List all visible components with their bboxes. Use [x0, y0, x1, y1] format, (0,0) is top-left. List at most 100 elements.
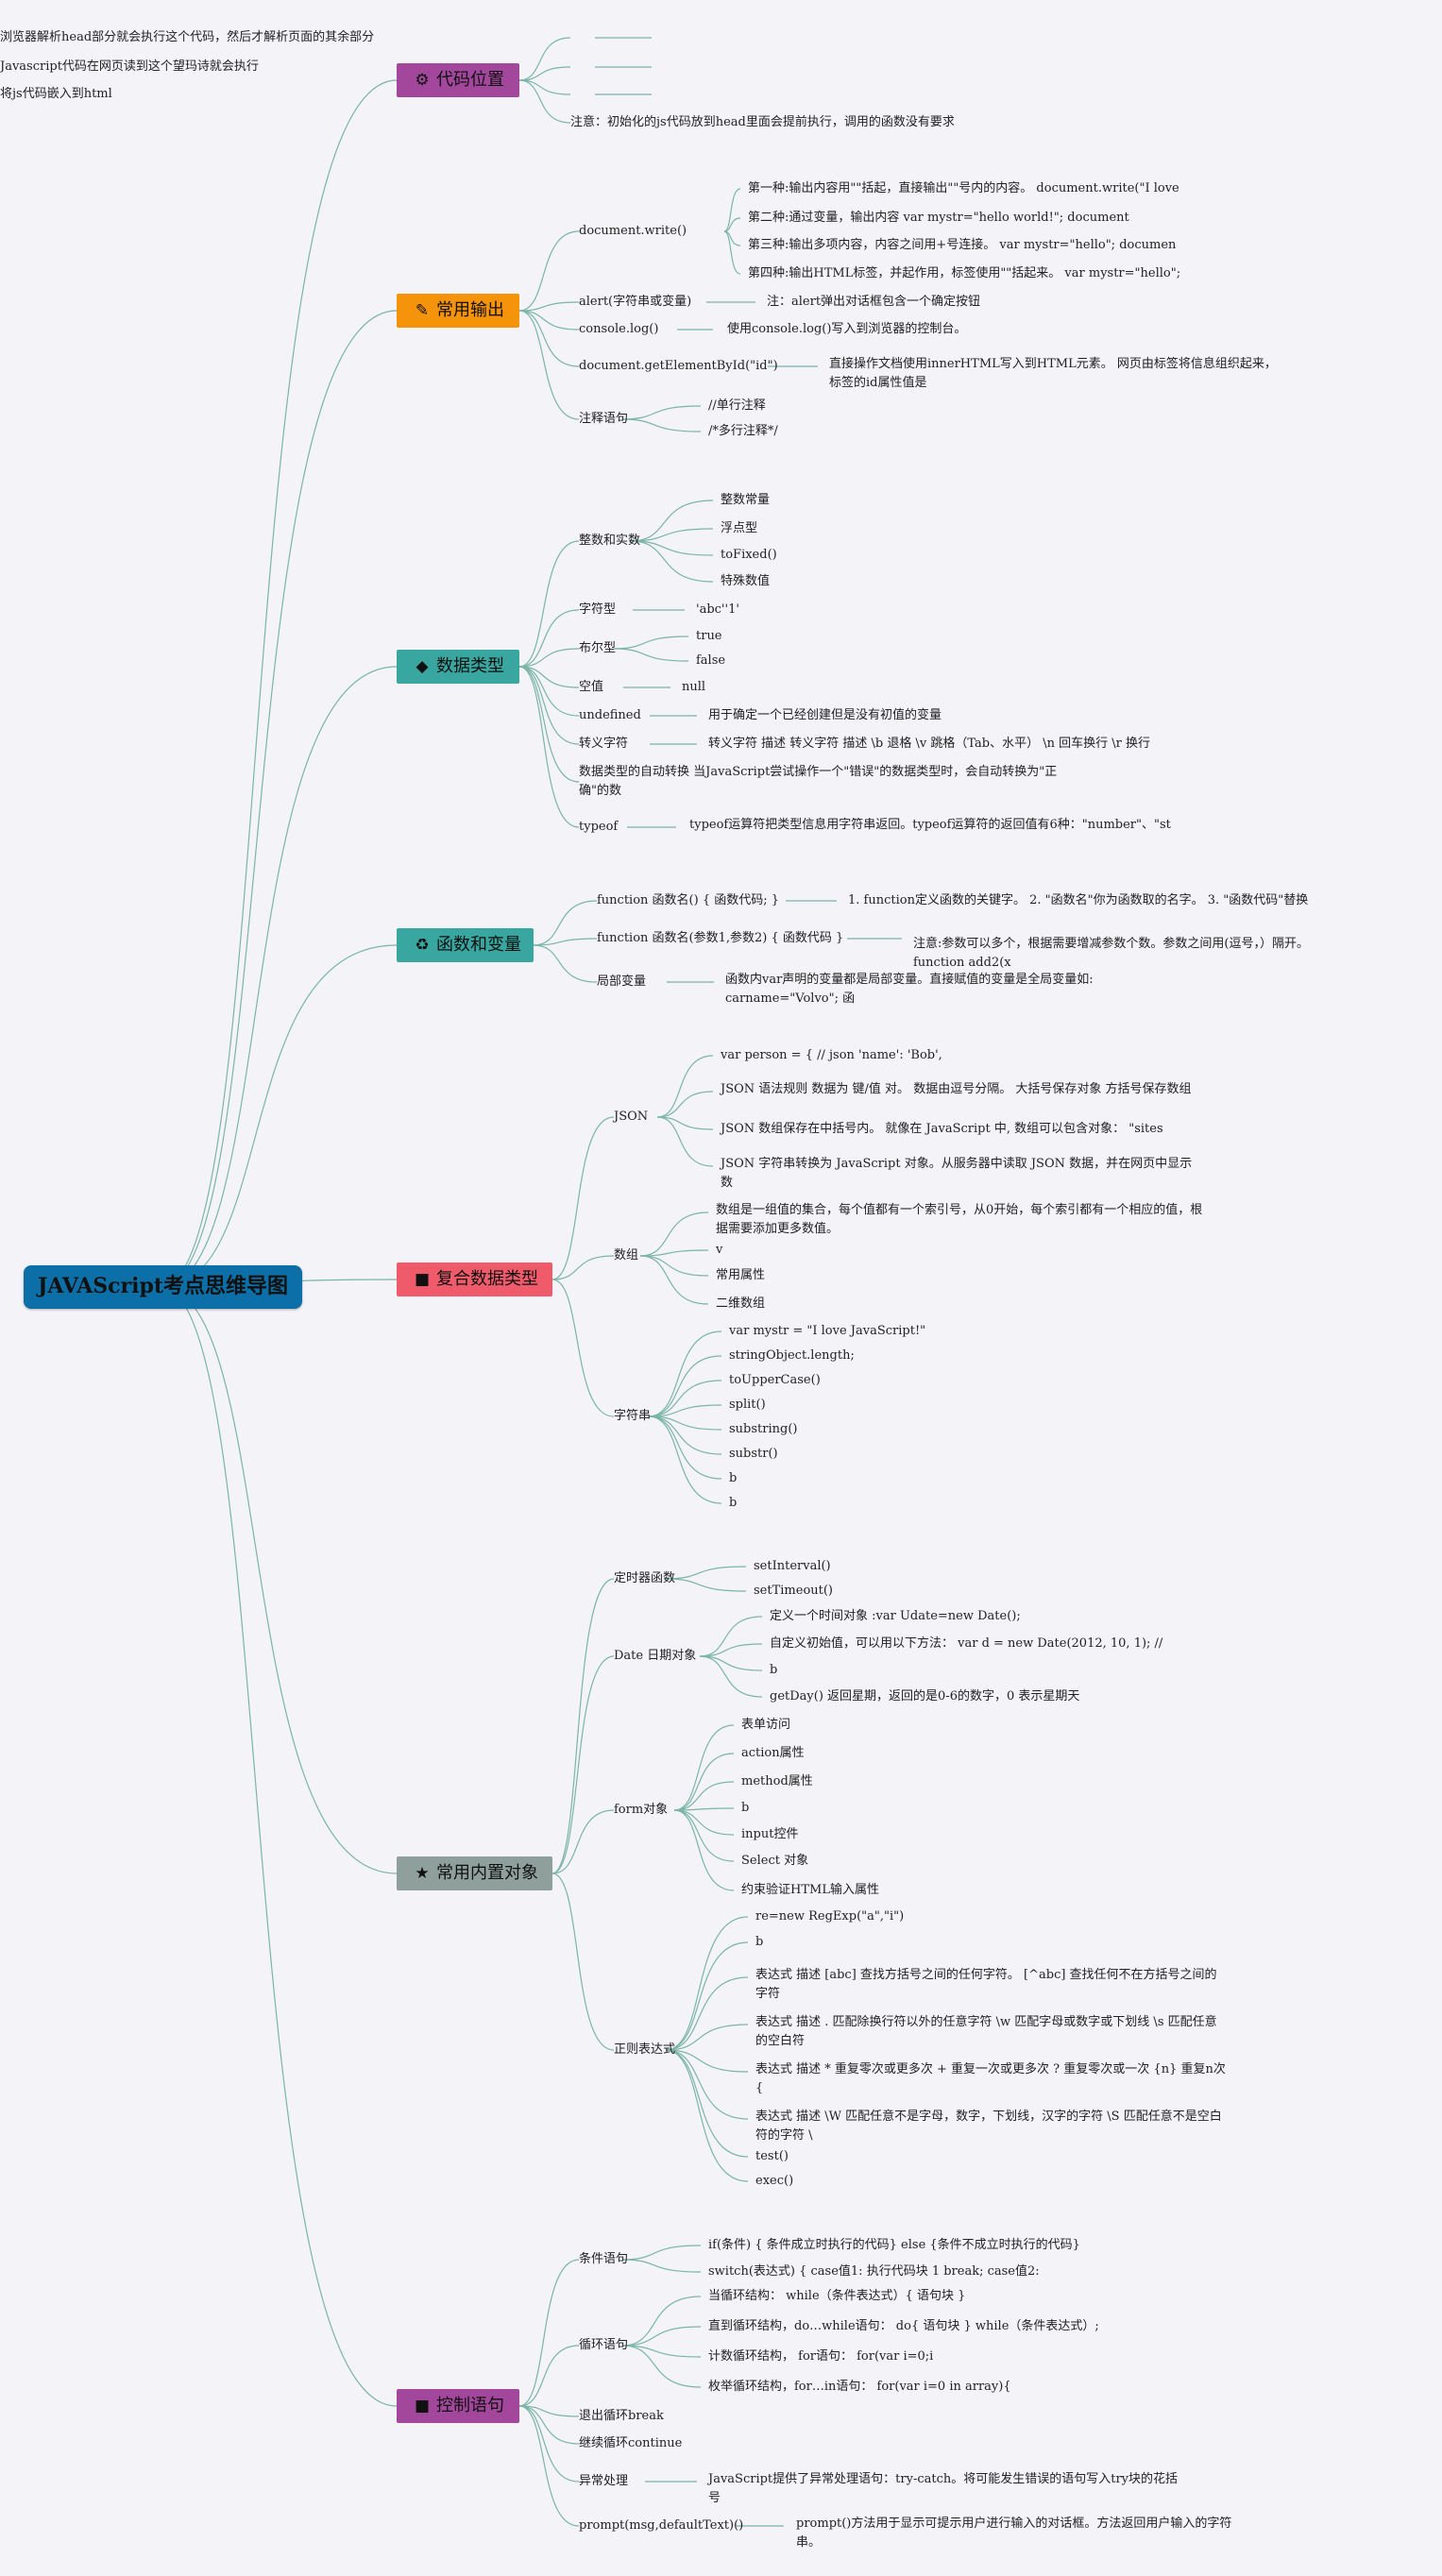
leaf-topic[interactable]: 将js代码嵌入到html — [0, 87, 112, 101]
leaf-topic[interactable]: v — [716, 1243, 723, 1257]
leaf-topic[interactable]: b — [729, 1471, 738, 1485]
leaf-topic[interactable]: 枚举循环结构，for…in语句： for(var i=0 in array){ — [708, 2380, 1011, 2394]
leaf-topic[interactable]: 1. function定义函数的关键字。 2. "函数名"你为函数取的名字。 3… — [848, 893, 1309, 907]
leaf-topic[interactable]: Javascript代码在网页读到这个望玛诗就会执行 — [0, 59, 259, 74]
leaf-topic[interactable]: split() — [729, 1398, 766, 1412]
leaf-topic[interactable]: 注意:参数可以多个，根据需要增减参数个数。参数之间用(逗号，）隔开。 funct… — [913, 937, 1309, 970]
leaf-topic[interactable]: 注：alert弹出对话框包含一个确定按钮 — [767, 295, 981, 309]
leaf-topic[interactable]: false — [696, 653, 726, 668]
leaf-topic[interactable]: 约束验证HTML输入属性 — [741, 1883, 879, 1897]
leaf-topic[interactable]: toFixed() — [721, 548, 777, 562]
leaf-topic[interactable]: 第二种:通过变量，输出内容 var mystr="hello world!"; … — [748, 211, 1129, 225]
leaf-topic[interactable]: toUpperCase() — [729, 1373, 821, 1387]
leaf-topic[interactable]: JavaScript提供了异常处理语句：try-catch。将可能发生错误的语句… — [708, 2472, 1179, 2505]
subtopic[interactable]: 数组 — [614, 1248, 639, 1263]
leaf-topic[interactable]: 用于确定一个已经创建但是没有初值的变量 — [708, 708, 942, 722]
subtopic[interactable]: console.log() — [579, 322, 659, 336]
leaf-topic[interactable]: 表单访问 — [741, 1718, 791, 1732]
leaf-topic[interactable]: 'abc''1' — [696, 602, 739, 617]
leaf-topic[interactable]: 浏览器解析head部分就会执行这个代码，然后才解析页面的其余部分 — [0, 30, 375, 44]
leaf-topic[interactable]: 直接操作文档使用innerHTML写入到HTML元素。 网页由标签将信息组织起来… — [829, 357, 1277, 390]
subtopic[interactable]: alert(字符串或变量) — [579, 295, 692, 309]
leaf-topic[interactable]: null — [682, 680, 706, 694]
leaf-topic[interactable]: input控件 — [741, 1827, 799, 1841]
leaf-topic[interactable]: if(条件) { 条件成立时执行的代码} else {条件不成立时执行的代码} — [708, 2238, 1080, 2252]
leaf-topic[interactable]: 常用属性 — [716, 1268, 766, 1282]
leaf-topic[interactable]: 表达式 描述 . 匹配除换行符以外的任意字符 \w 匹配字母或数字或下划线 \s… — [755, 2015, 1217, 2048]
leaf-topic[interactable]: substr() — [729, 1447, 778, 1461]
subtopic[interactable]: 继续循环continue — [579, 2436, 683, 2450]
branch-topic[interactable]: ✎常用输出 — [397, 294, 519, 328]
branch-topic[interactable]: ★常用内置对象 — [397, 1856, 552, 1890]
leaf-topic[interactable]: JSON 语法规则 数据为 键/值 对。 数据由逗号分隔。 大括号保存对象 方括… — [721, 1082, 1192, 1096]
leaf-topic[interactable]: 函数内var声明的变量都是局部变量。直接赋值的变量是全局变量如: carname… — [725, 973, 1094, 1006]
leaf-topic[interactable]: b — [729, 1496, 738, 1510]
subtopic[interactable]: 局部变量 — [597, 974, 647, 989]
leaf-topic[interactable]: true — [696, 629, 722, 643]
leaf-topic[interactable]: re=new RegExp("a","i") — [755, 1909, 905, 1924]
leaf-topic[interactable]: Select 对象 — [741, 1854, 809, 1868]
subtopic[interactable]: 数据类型的自动转换 当JavaScript尝试操作一个"错误"的数据类型时，会自… — [579, 765, 1058, 798]
leaf-topic[interactable]: //单行注释 — [708, 398, 766, 413]
leaf-topic[interactable]: 第四种:输出HTML标签，并起作用，标签使用""括起来。 var mystr="… — [748, 266, 1181, 280]
leaf-topic[interactable]: stringObject.length; — [729, 1348, 855, 1363]
subtopic[interactable]: 整数和实数 — [579, 534, 641, 548]
leaf-topic[interactable]: typeof运算符把类型信息用字符串返回。typeof运算符的返回值有6种："n… — [689, 818, 1171, 832]
subtopic[interactable]: 定时器函数 — [614, 1571, 676, 1585]
leaf-topic[interactable]: 整数常量 — [721, 493, 771, 507]
subtopic[interactable]: 退出循环break — [579, 2409, 664, 2423]
subtopic[interactable]: 空值 — [579, 680, 604, 694]
subtopic[interactable]: function 函数名(参数1,参数2) { 函数代码 } — [597, 931, 844, 945]
subtopic[interactable]: typeof — [579, 820, 619, 834]
subtopic[interactable]: document.getElementById("id") — [579, 359, 778, 373]
leaf-topic[interactable]: prompt()方法用于显示可提示用户进行输入的对话框。方法返回用户输入的字符串… — [796, 2517, 1232, 2550]
branch-topic[interactable]: ⚙代码位置 — [397, 63, 519, 97]
branch-topic[interactable]: ■控制语句 — [397, 2389, 519, 2423]
subtopic[interactable]: 注释语句 — [579, 412, 629, 426]
subtopic[interactable]: 注意：初始化的js代码放到head里面会提前执行，调用的函数没有要求 — [570, 115, 955, 129]
leaf-topic[interactable]: 使用console.log()写入到浏览器的控制台。 — [727, 322, 967, 336]
leaf-topic[interactable]: 第一种:输出内容用""括起，直接输出""号内的内容。 document.writ… — [748, 181, 1179, 195]
leaf-topic[interactable]: setTimeout() — [754, 1584, 834, 1598]
leaf-topic[interactable]: var mystr = "I love JavaScript!" — [729, 1324, 926, 1338]
leaf-topic[interactable]: /*多行注释*/ — [708, 424, 778, 438]
leaf-topic[interactable]: action属性 — [741, 1746, 805, 1760]
leaf-topic[interactable]: 数组是一组值的集合，每个值都有一个索引号，从0开始，每个索引都有一个相应的值，根… — [716, 1203, 1203, 1236]
subtopic[interactable]: 字符型 — [579, 602, 617, 617]
leaf-topic[interactable]: 计数循环结构， for语句： for(var i=0;i — [708, 2349, 934, 2364]
branch-topic[interactable]: ■复合数据类型 — [397, 1263, 552, 1296]
leaf-topic[interactable]: var person = { // json 'name': 'Bob', — [721, 1048, 942, 1062]
subtopic[interactable]: 转义字符 — [579, 737, 629, 751]
leaf-topic[interactable]: 表达式 描述 * 重复零次或更多次 + 重复一次或更多次 ? 重复零次或一次 {… — [755, 2062, 1226, 2095]
subtopic[interactable]: undefined — [579, 708, 641, 722]
leaf-topic[interactable]: setInterval() — [754, 1559, 831, 1573]
leaf-topic[interactable]: substring() — [729, 1422, 798, 1436]
leaf-topic[interactable]: 直到循环结构，do…while语句： do{ 语句块 } while（条件表达式… — [708, 2319, 1099, 2333]
branch-topic[interactable]: ♻函数和变量 — [397, 928, 534, 962]
leaf-topic[interactable]: method属性 — [741, 1774, 813, 1788]
subtopic[interactable]: Date 日期对象 — [614, 1649, 697, 1663]
leaf-topic[interactable]: b — [741, 1801, 750, 1815]
leaf-topic[interactable]: b — [770, 1663, 778, 1677]
leaf-topic[interactable]: 二维数组 — [716, 1296, 766, 1311]
leaf-topic[interactable]: 表达式 描述 \W 匹配任意不是字母，数字，下划线，汉字的字符 \S 匹配任意不… — [755, 2110, 1222, 2143]
subtopic[interactable]: prompt(msg,defaultText)() — [579, 2518, 744, 2533]
subtopic[interactable]: 字符串 — [614, 1409, 652, 1423]
leaf-topic[interactable]: 表达式 描述 [abc] 查找方括号之间的任何字符。 [^abc] 查找任何不在… — [755, 1968, 1217, 2001]
leaf-topic[interactable]: 当循环结构： while（条件表达式）{ 语句块 } — [708, 2289, 966, 2303]
leaf-topic[interactable]: exec() — [755, 2174, 794, 2188]
leaf-topic[interactable]: JSON 数组保存在中括号内。 就像在 JavaScript 中, 数组可以包含… — [721, 1122, 1163, 1136]
subtopic[interactable]: 布尔型 — [579, 641, 617, 655]
root-topic[interactable]: JAVAScript考点思维导图 — [24, 1265, 302, 1309]
subtopic[interactable]: JSON — [614, 1110, 649, 1124]
leaf-topic[interactable]: JSON 字符串转换为 JavaScript 对象。从服务器中读取 JSON 数… — [721, 1157, 1193, 1190]
leaf-topic[interactable]: 特殊数值 — [721, 574, 771, 588]
leaf-topic[interactable]: getDay() 返回星期，返回的是0-6的数字，0 表示星期天 — [770, 1689, 1080, 1703]
subtopic[interactable]: 条件语句 — [579, 2252, 629, 2266]
branch-topic[interactable]: ◆数据类型 — [397, 650, 519, 684]
subtopic[interactable]: 正则表达式 — [614, 2042, 676, 2057]
leaf-topic[interactable]: switch(表达式) { case值1: 执行代码块 1 break; cas… — [708, 2264, 1040, 2279]
leaf-topic[interactable]: 浮点型 — [721, 521, 758, 535]
leaf-topic[interactable]: 自定义初始值，可以用以下方法： var d = new Date(2012, 1… — [770, 1636, 1163, 1651]
leaf-topic[interactable]: 第三种:输出多项内容，内容之间用+号连接。 var mystr="hello";… — [748, 238, 1177, 252]
